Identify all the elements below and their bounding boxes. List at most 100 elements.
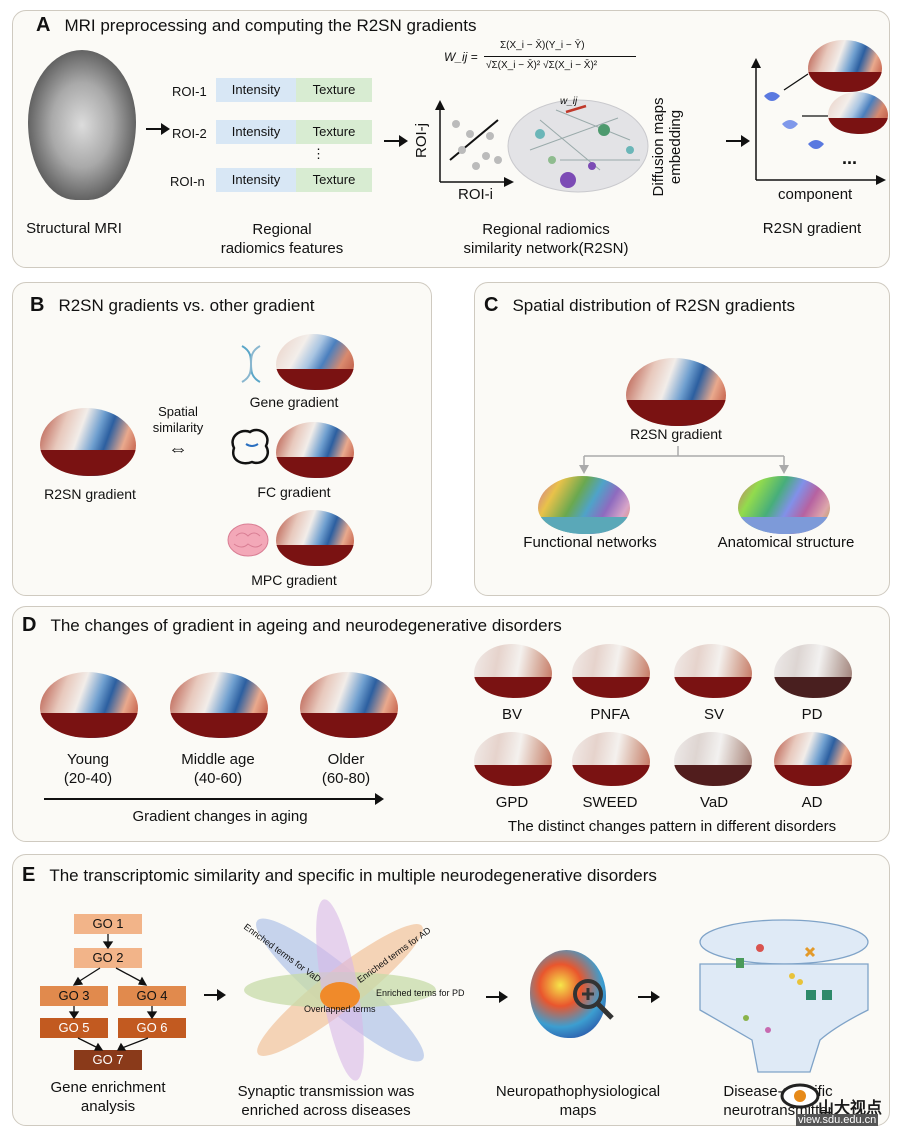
panel-a-letter: A	[36, 14, 51, 36]
disorder-label-pnfa: PNFA	[590, 706, 630, 723]
aging-caption: Gradient changes in aging	[132, 808, 308, 825]
disorder-brain-gpd	[474, 732, 552, 786]
watermark-eye-logo	[780, 1076, 820, 1121]
texture-cell-2: Texture	[296, 120, 372, 144]
gradient-brain-2	[828, 92, 888, 134]
overlap-label: Overlapped terms	[304, 1004, 376, 1014]
go-term-4: GO 4	[118, 986, 186, 1006]
fc-gradient-label: FC gradient	[257, 484, 331, 500]
fc-gradient-brain	[276, 422, 354, 478]
disorder-label-sweed: SWEED	[582, 794, 638, 811]
disorder-brain-ad	[774, 732, 852, 786]
texture-cell-n: Texture	[296, 168, 372, 192]
roi-n-label: ROI-n	[170, 174, 205, 189]
disorder-label-bv: BV	[501, 706, 523, 723]
panel-d	[12, 606, 890, 842]
disorder-label-sv: SV	[703, 706, 725, 723]
watermark-cn: 山大视点	[818, 1100, 883, 1117]
older-brain	[300, 672, 398, 738]
brain-outline-icon	[228, 426, 272, 471]
anatomical-structure-brain	[738, 476, 830, 534]
caption-r2sn-gradient-a: R2SN gradient	[762, 220, 862, 237]
formula-bar	[484, 56, 636, 57]
formula-lhs: W_ij =	[444, 50, 478, 64]
go-term-2: GO 2	[74, 948, 142, 968]
arrow-a2	[384, 135, 408, 147]
panel-a	[12, 10, 890, 268]
intensity-cell-n: Intensity	[216, 168, 296, 192]
disorders-caption: The distinct changes pattern in differen…	[507, 818, 837, 835]
bidirectional-arrow: ⇔	[168, 438, 188, 460]
disorder-brain-sweed	[572, 732, 650, 786]
r2sn-gradient-label-b: R2SN gradient	[44, 486, 136, 502]
intensity-cell-1: Intensity	[216, 78, 296, 102]
disorder-label-ad: AD	[801, 794, 823, 811]
petal-label-pd: Enriched terms for PD	[376, 988, 465, 998]
watermark-url: view.sdu.edu.cn	[796, 1114, 879, 1126]
middle-age-brain	[170, 672, 268, 738]
arrow-a3	[726, 135, 750, 147]
gene-gradient-label: Gene gradient	[249, 394, 339, 410]
r2sn-brain-b	[40, 408, 136, 476]
young-brain	[40, 672, 138, 738]
roi-2-label: ROI-2	[172, 126, 207, 141]
age-older: Older(60-80)	[321, 751, 371, 787]
intensity-cell-2: Intensity	[216, 120, 296, 144]
go-term-6: GO 6	[118, 1018, 186, 1038]
go-term-7: GO 7	[74, 1050, 142, 1070]
mpc-gradient-label: MPC gradient	[251, 572, 337, 588]
texture-cell-1: Texture	[296, 78, 372, 102]
functional-networks-brain	[538, 476, 630, 534]
arrow-a1	[146, 123, 170, 135]
gene-gradient-brain	[276, 334, 354, 390]
disorder-brain-pd	[774, 644, 852, 698]
go-term-5: GO 5	[40, 1018, 108, 1038]
component-axis-label: component	[778, 186, 853, 203]
roi-j-axis-label: ROI-j	[413, 123, 430, 158]
anatomical-structure-label: Anatomical structure	[717, 534, 855, 551]
wij-label: w_ij	[560, 96, 578, 107]
roi-i-axis-label: ROI-i	[458, 186, 493, 203]
disorder-brain-pnfa	[572, 644, 650, 698]
arrow-e2	[486, 991, 508, 1003]
magnifier-icon	[570, 976, 616, 1027]
arrow-e1	[204, 989, 226, 1001]
arrow-e3	[638, 991, 660, 1003]
disorder-label-gpd: GPD	[495, 794, 529, 811]
aging-arrow	[44, 793, 384, 805]
disorder-brain-bv	[474, 644, 552, 698]
go-term-3: GO 3	[40, 986, 108, 1006]
formula-numerator: Σ(X_i − X̄)(Y_i − Ȳ)	[500, 40, 585, 51]
disorder-label-vad: VaD	[699, 794, 729, 811]
age-young: Young(20-40)	[63, 751, 113, 787]
r2sn-brain-c	[626, 358, 726, 426]
r2sn-gradient-label-c: R2SN gradient	[630, 426, 722, 442]
go-term-1: GO 1	[74, 914, 142, 934]
formula-denominator: √Σ(X_i − X̄)² √Σ(X_i − X̄)²	[486, 60, 598, 71]
structural-mri-image	[28, 50, 136, 200]
age-middle: Middle age(40-60)	[181, 751, 255, 787]
dna-icon	[238, 344, 264, 389]
disorder-brain-vad	[674, 732, 752, 786]
pink-brain-icon	[226, 520, 270, 565]
roi-ellipsis: ⋮	[312, 146, 325, 161]
panel-c	[474, 282, 890, 596]
caption-structural-mri: Structural MRI	[26, 220, 122, 237]
roi-1-label: ROI-1	[172, 84, 207, 99]
mpc-gradient-brain	[276, 510, 354, 566]
gradient-dots: ...	[842, 148, 858, 168]
disorder-label-pd: PD	[801, 706, 823, 723]
gradient-brain-1	[808, 40, 882, 92]
